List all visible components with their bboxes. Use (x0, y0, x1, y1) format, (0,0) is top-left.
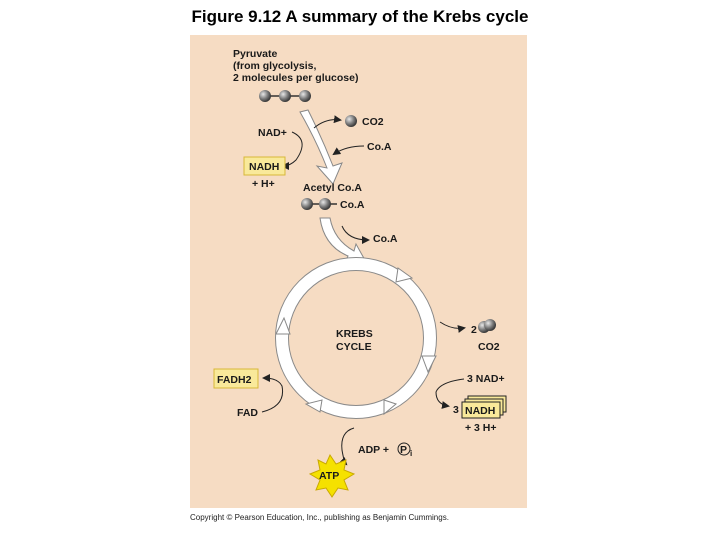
nad3-to-nadh3-arrow (435, 378, 465, 409)
pyruvate-label-line2: (from glycolysis, (233, 60, 317, 72)
nadh-highlight-box (243, 156, 286, 176)
adp-label: ADP + (358, 444, 389, 456)
coa-input-arrow (332, 145, 365, 156)
fadh2-highlight-box (213, 368, 259, 389)
nad-to-nadh-arrow (281, 131, 303, 170)
nad-plus-label: NAD+ (258, 127, 287, 139)
nad3-label: 3 NAD+ (467, 373, 505, 385)
krebs-cycle-label-line2: CYCLE (336, 341, 372, 353)
nadh-label: NADH (249, 161, 279, 173)
pyruvate-label-line1: Pyruvate (233, 48, 278, 60)
co2-release-arrow (313, 115, 342, 129)
phosphate-sub-label: i (410, 449, 412, 458)
acetyl-coa-label: Acetyl Co.A (303, 182, 362, 194)
co2-output-molecules (478, 319, 496, 333)
cycle-direction-arrows (275, 267, 437, 416)
co2-output-arrow (439, 321, 466, 333)
co2-output-label: CO2 (478, 341, 500, 353)
krebs-cycle-label-line1: KREBS (336, 328, 373, 340)
copyright-notice: Copyright © Pearson Education, Inc., pub… (190, 513, 449, 522)
pyruvate-label-line3: 2 molecules per glucose) (233, 72, 358, 84)
nadh3-highlight-stack (461, 395, 507, 419)
phosphate-circle (397, 442, 411, 456)
acetyl-coa-coa-label: Co.A (340, 199, 365, 211)
fad-to-fadh2-arrow (261, 374, 284, 413)
fadh2-label: FADH2 (217, 374, 252, 386)
co2-count-label: 2 (471, 324, 477, 336)
phosphate-label: P (400, 444, 407, 456)
atp-label: ATP (319, 470, 339, 482)
figure-title: Figure 9.12 A summary of the Krebs cycle (191, 7, 529, 26)
atp-star (308, 453, 356, 498)
krebs-cycle-ring-inner (276, 258, 436, 418)
pyruvate-to-acetylcoa-arrow (299, 109, 343, 185)
fad-label: FAD (237, 407, 258, 419)
nadh3-count-label: 3 (453, 404, 459, 416)
diagram-background (190, 35, 527, 508)
co2-label: CO2 (362, 116, 384, 128)
coa-release-label: Co.A (373, 233, 398, 245)
co2-molecule (345, 115, 357, 127)
coa-release-arrow (341, 225, 370, 244)
h-plus-label: + H+ (252, 178, 275, 190)
nadh3-label: NADH (465, 405, 495, 417)
acetyl-coa-molecule (301, 198, 337, 210)
h3-label: + 3 H+ (465, 422, 497, 434)
pyruvate-molecule (259, 90, 311, 102)
coa-label: Co.A (367, 141, 392, 153)
acetylcoa-to-cycle-arrow (319, 217, 367, 265)
